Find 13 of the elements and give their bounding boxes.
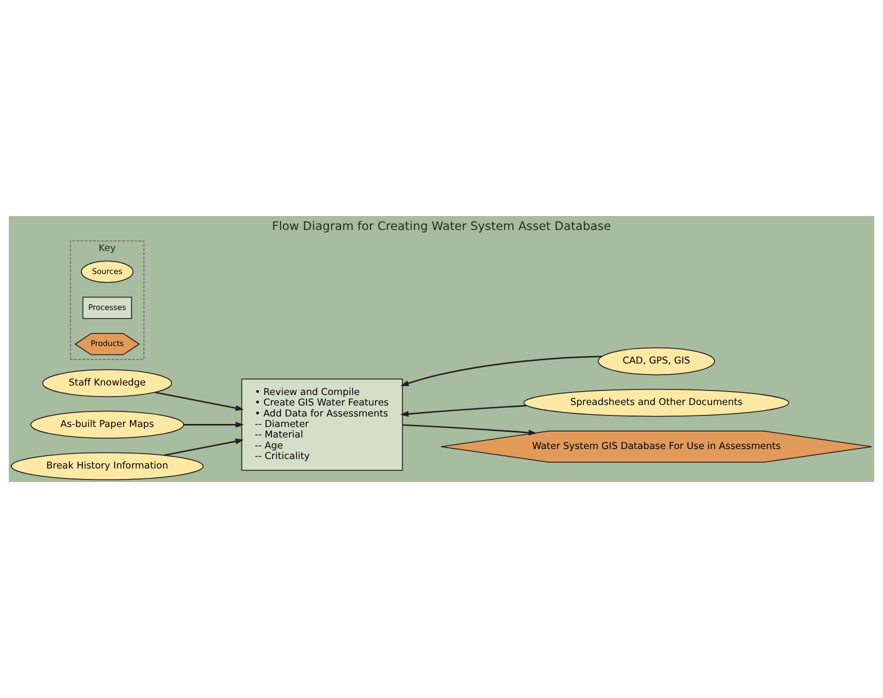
node-ellipse: Staff Knowledge — [42, 369, 172, 398]
node-ellipse: CAD, GPS, GIS — [598, 347, 715, 376]
node-ellipse: As-built Paper Maps — [30, 410, 184, 439]
node-box: • Review and Compile • Create GIS Water Features • Add Data for Assessments -- Diameter -- Material -- Age -- Criticality — [241, 378, 403, 471]
node-ellipse: Spreadsheets and Other Documents — [524, 388, 790, 417]
arrow — [164, 438, 244, 456]
arrow — [400, 356, 602, 386]
node-ellipse: Break History Information — [10, 452, 204, 480]
diagram-title: Flow Diagram for Creating Water System Asset Database — [272, 219, 611, 234]
arrow — [154, 392, 244, 411]
arrow — [400, 404, 527, 417]
arrow — [184, 422, 244, 428]
arrow — [402, 424, 537, 436]
